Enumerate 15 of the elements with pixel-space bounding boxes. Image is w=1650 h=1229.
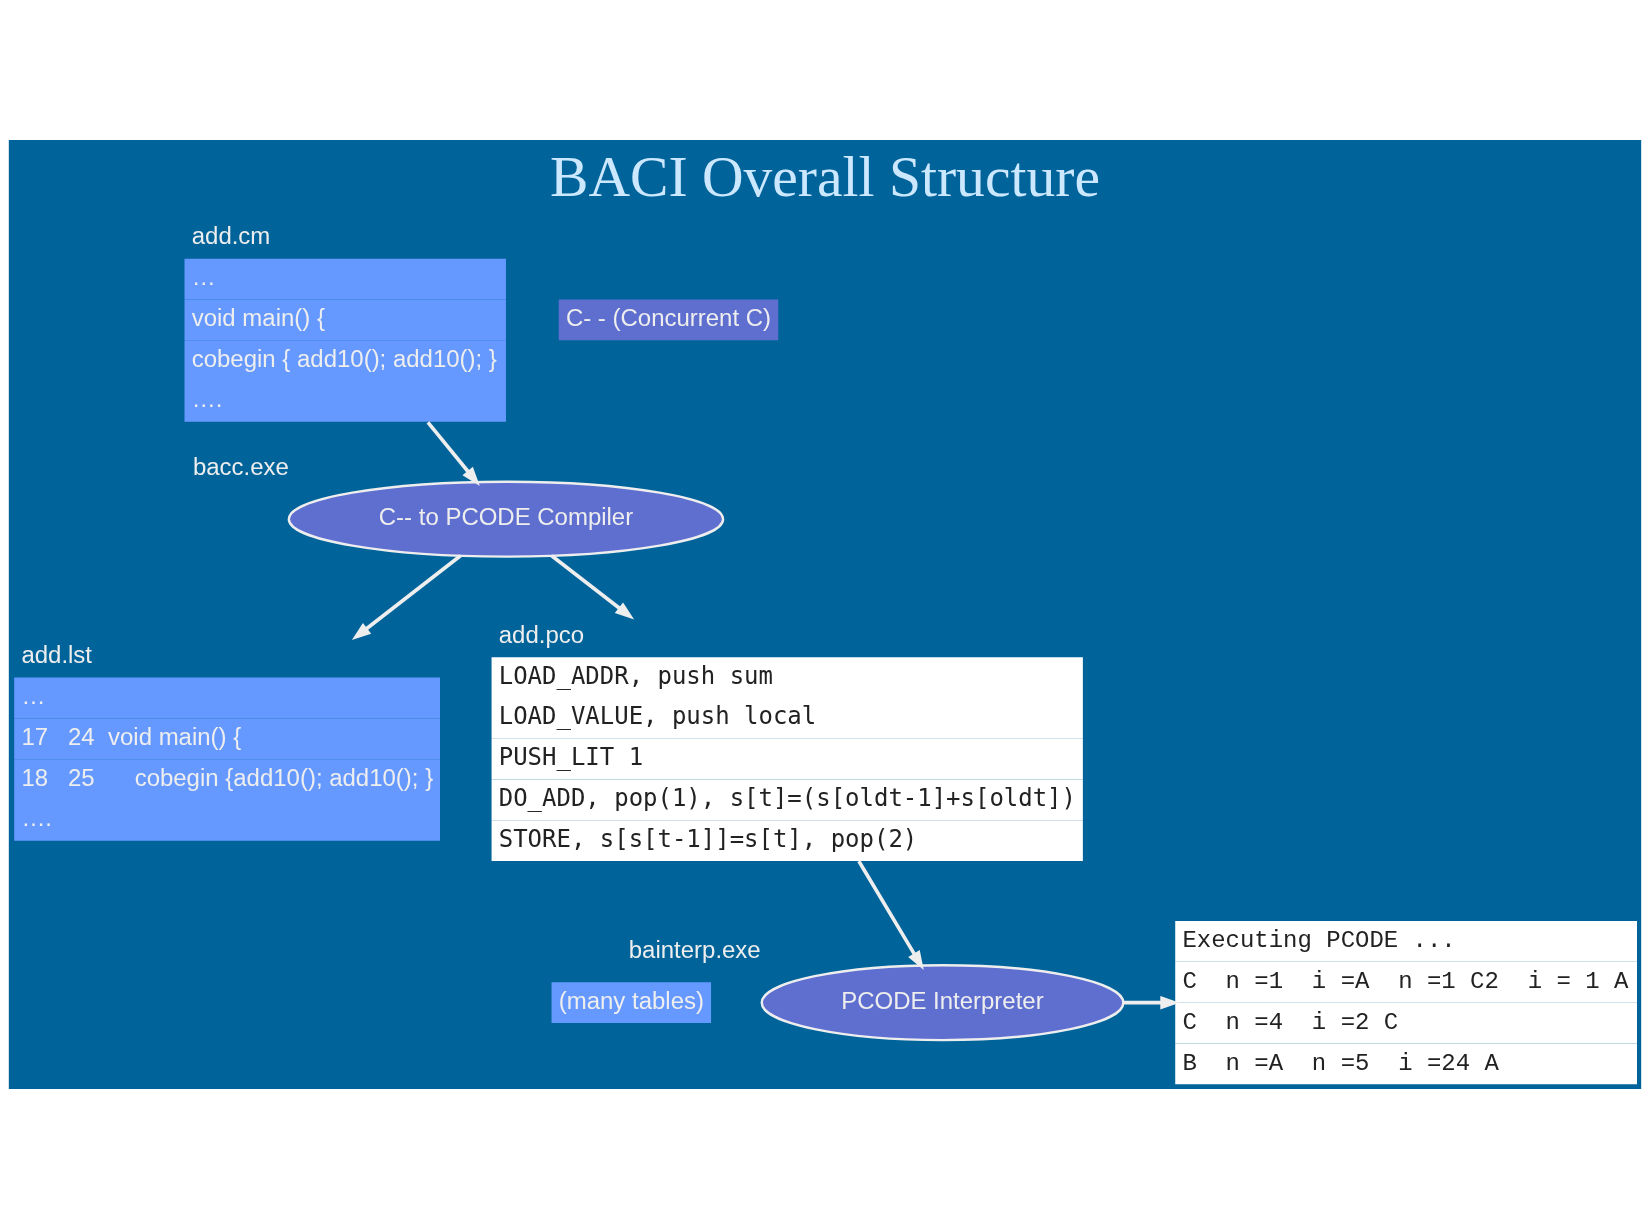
node-ellipse: PCODE Interpreter [760, 964, 1125, 1042]
arrow [550, 554, 635, 620]
node-label: bainterp.exe [628, 936, 761, 964]
diagram-title: BACI Overall Structure [550, 144, 1100, 208]
node-label: bacc.exe [192, 452, 289, 480]
arrow [1123, 995, 1180, 1010]
arrow [426, 421, 480, 486]
node-box: (many tables) [551, 982, 712, 1024]
arrow [857, 860, 924, 970]
node-label: add.pco [498, 620, 585, 648]
node-label: add.cm [191, 222, 271, 250]
node-ellipse: C-- to PCODE Compiler [287, 480, 725, 558]
node-label: add.lst [21, 641, 93, 669]
arrow [351, 554, 462, 641]
node-box: C- - (Concurrent C) [558, 299, 779, 341]
